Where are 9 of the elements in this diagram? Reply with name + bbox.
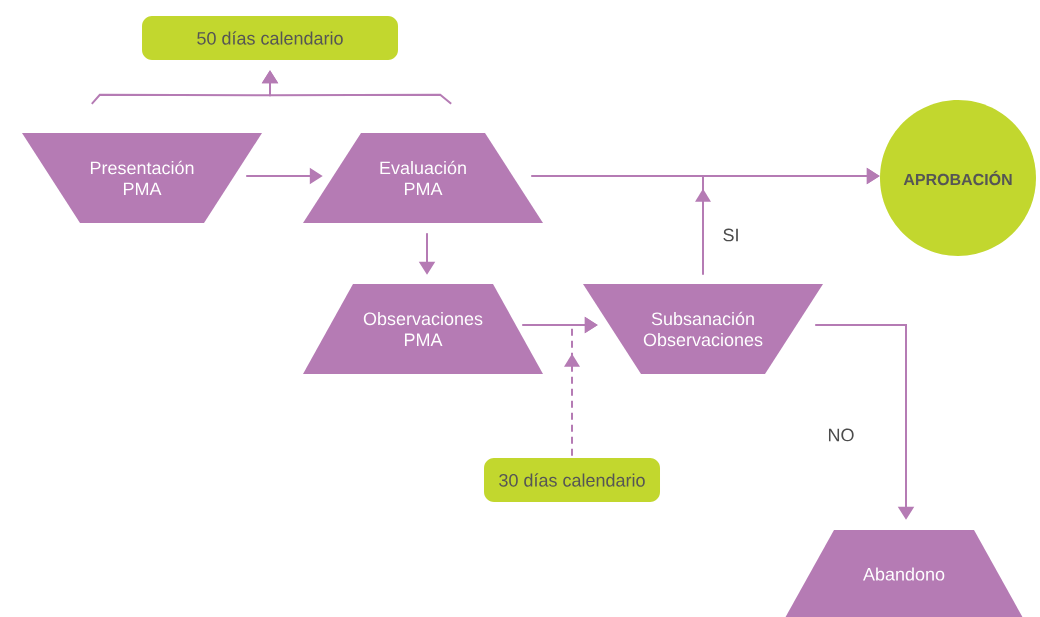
process-trapezoid: Evaluación PMA — [303, 133, 543, 223]
duration-box: 30 días calendario — [484, 458, 660, 502]
process-trapezoid: Observaciones PMA — [303, 284, 543, 374]
edge-label: SI — [720, 226, 742, 244]
process-trapezoid: Presentación PMA — [22, 133, 262, 223]
process-trapezoid: Subsanación Observaciones — [583, 284, 823, 374]
edge-label: NO — [825, 426, 857, 444]
process-trapezoid: Abandono — [785, 530, 1023, 617]
duration-box: 50 días calendario — [142, 16, 398, 60]
